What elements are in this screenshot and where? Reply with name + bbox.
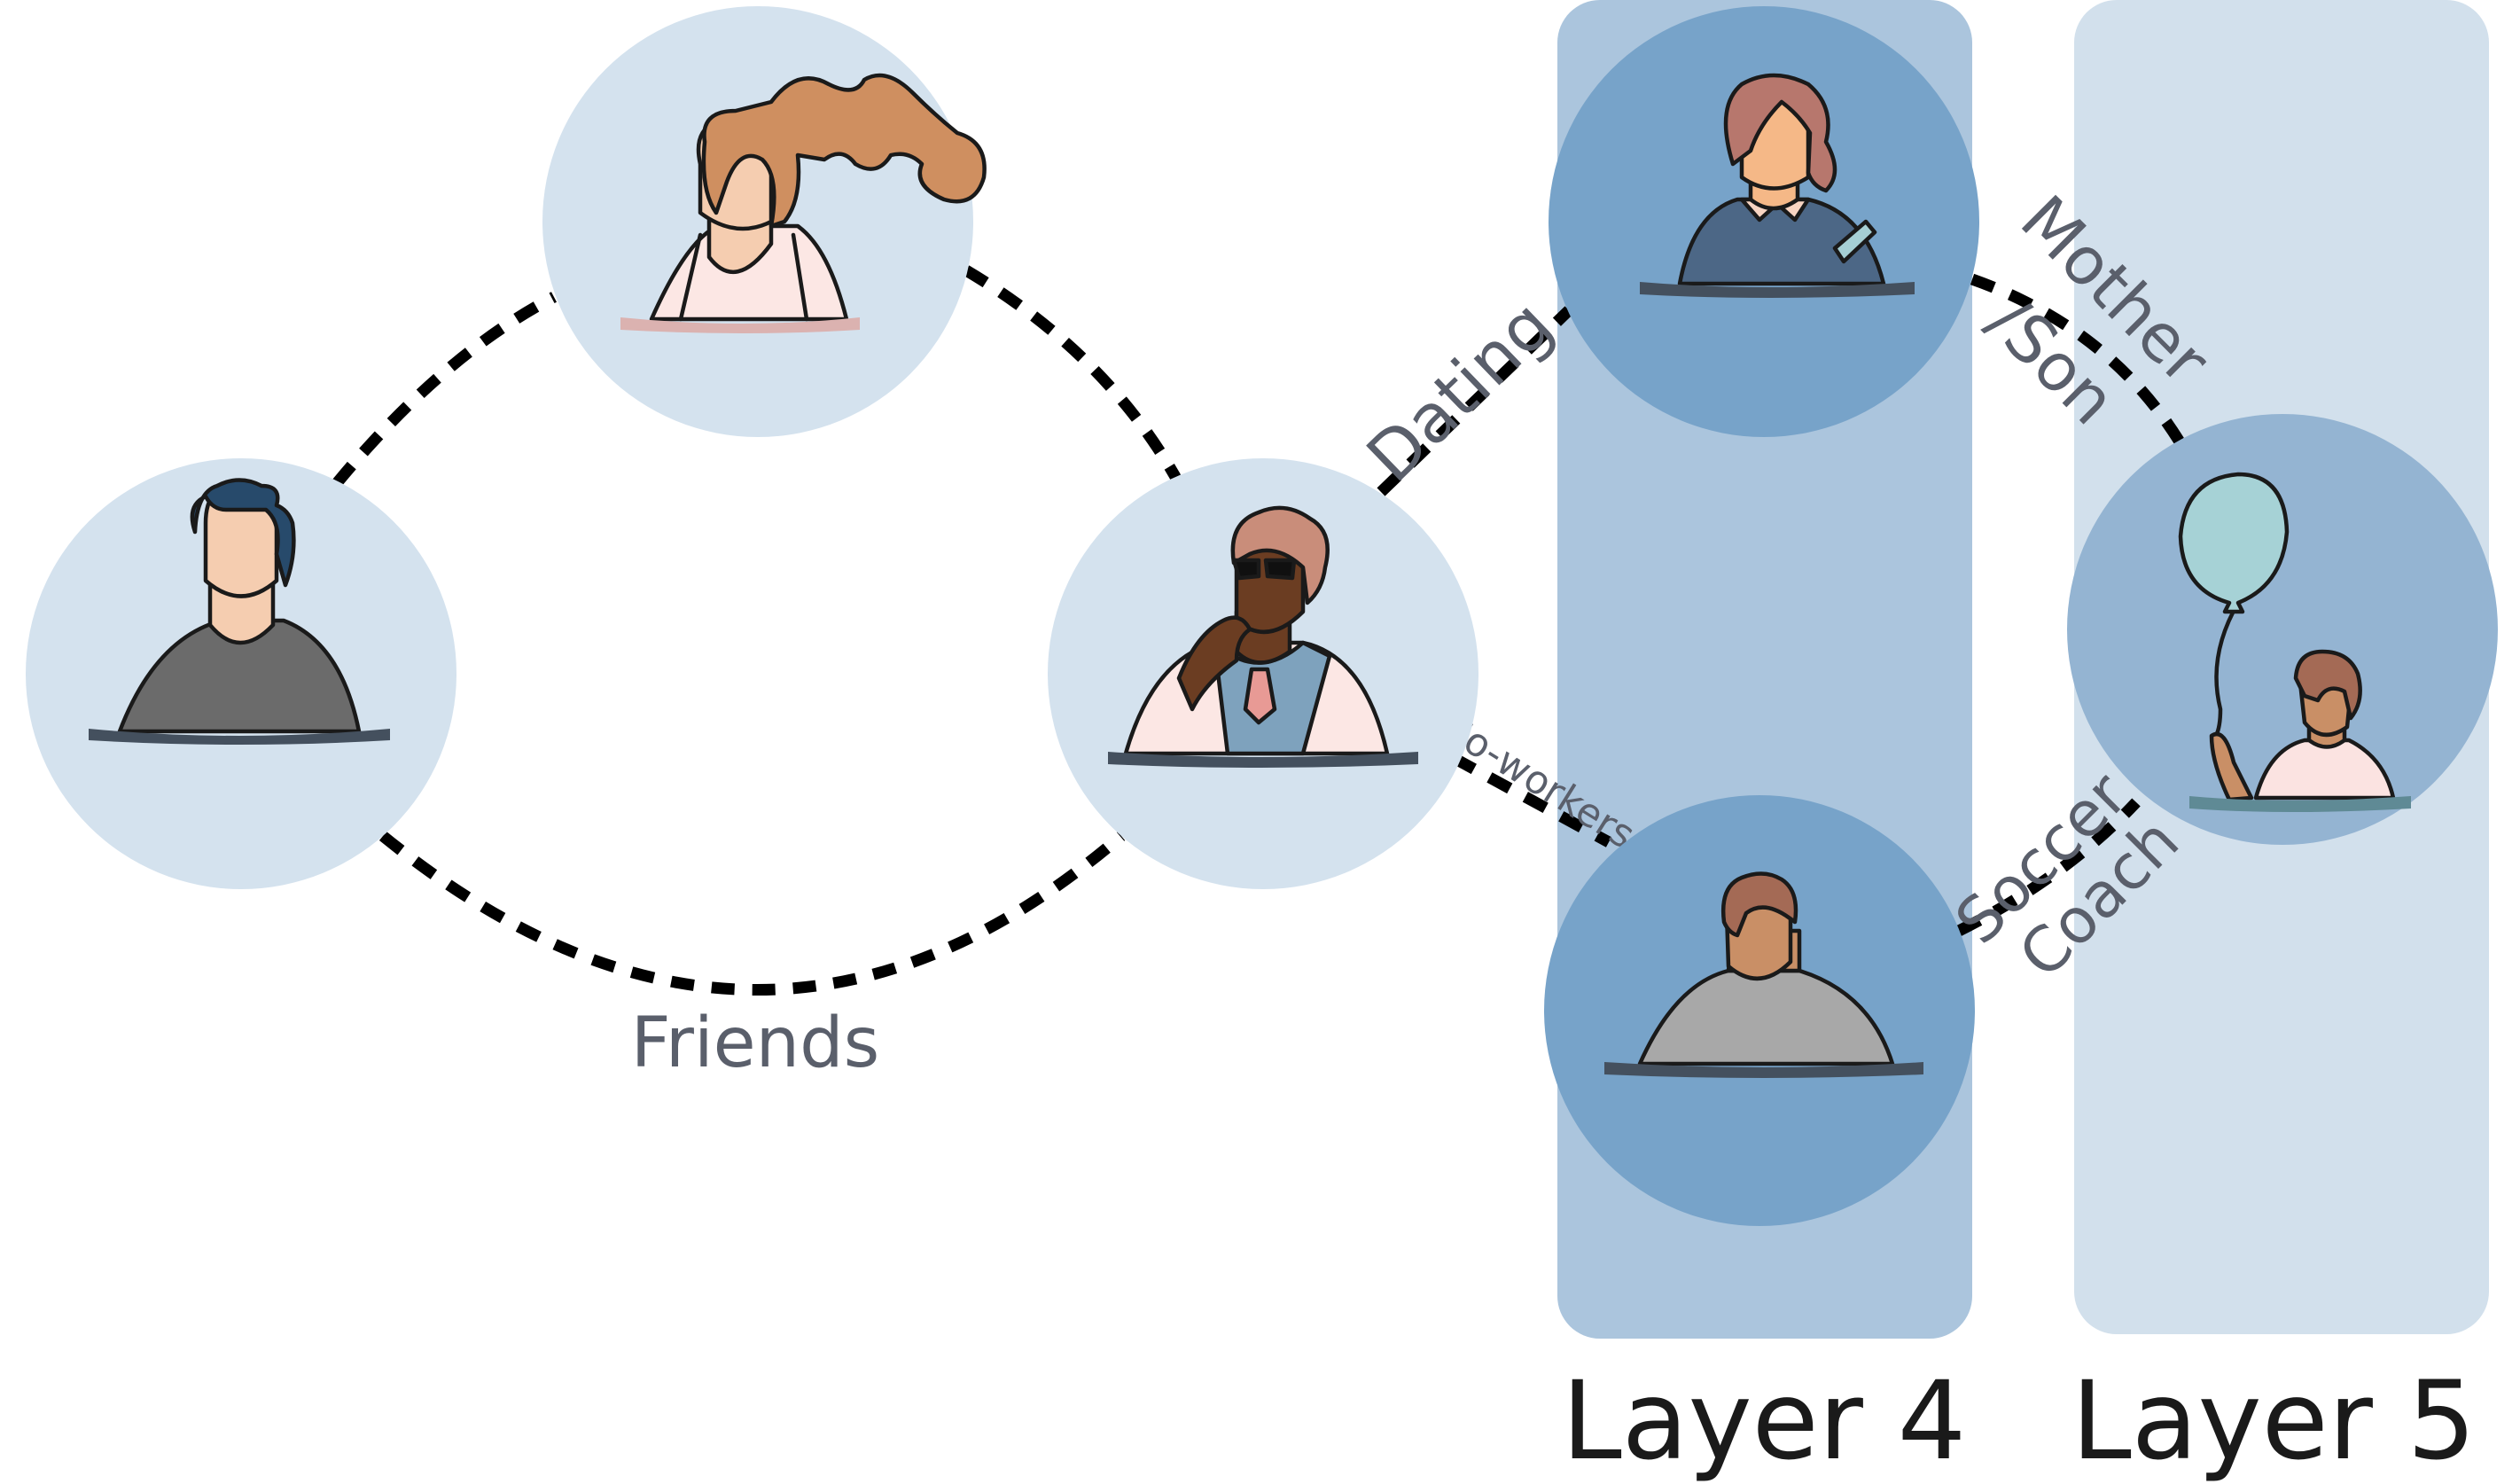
person-woman-ponytail-icon xyxy=(620,73,987,333)
coworkers-connection xyxy=(1450,753,1612,847)
layer-5-label: Layer 5 xyxy=(2071,1358,2477,1484)
person-child-balloon-icon xyxy=(2178,472,2411,812)
dating-connection xyxy=(1377,306,1573,496)
node-coach xyxy=(1544,795,1975,1226)
node-woman-ponytail xyxy=(542,6,987,437)
person-man-glasses-icon xyxy=(1108,505,1418,768)
node-son xyxy=(2067,414,2498,845)
dating-label: Dating xyxy=(1352,285,1567,496)
friends-label: Friends xyxy=(631,1004,880,1083)
node-mother xyxy=(1549,6,1979,437)
friends-connection-top-right xyxy=(963,265,1184,487)
node-man-glasses xyxy=(1048,458,1478,889)
friends-connection-top-left xyxy=(332,292,558,488)
connections xyxy=(332,265,2186,996)
person-man-icon xyxy=(89,478,390,745)
person-mother-icon xyxy=(1640,73,1915,298)
friends-connection-bottom xyxy=(378,831,1126,996)
person-coach-icon xyxy=(1604,871,1923,1078)
node-man-left xyxy=(26,458,456,889)
mother-son-connection xyxy=(1970,273,2186,447)
layer-4-label: Layer 4 xyxy=(1562,1358,1967,1484)
